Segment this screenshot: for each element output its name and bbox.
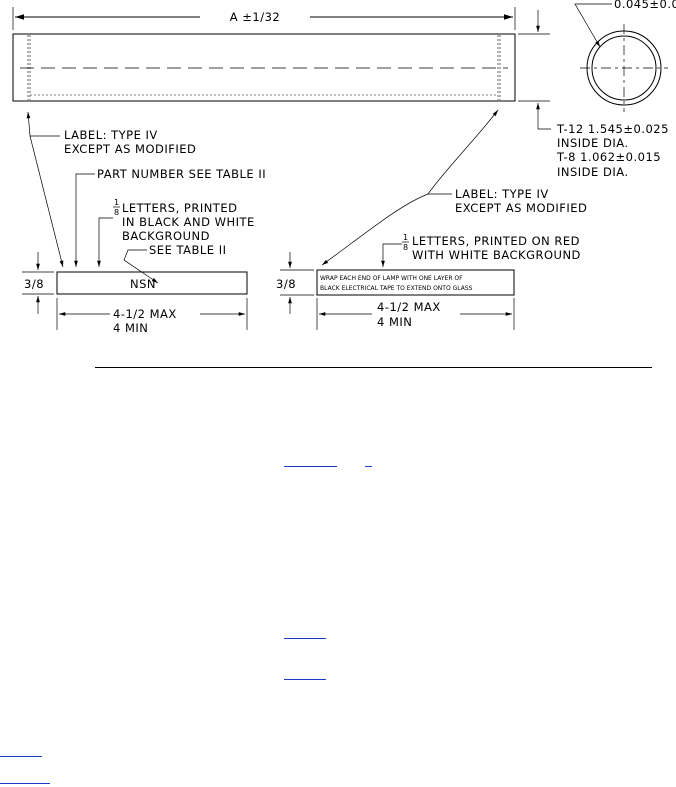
tube-inner-circle [591, 35, 657, 101]
t8-dia-text: T-8 1.062±0.015 [556, 150, 661, 164]
inside-diameter-notes: T-12 1.545±0.025 INSIDE DIA. T-8 1.062±0… [556, 122, 669, 179]
link-underline-4[interactable] [284, 679, 326, 680]
frac-num-left: 1 [114, 198, 119, 207]
wall-thickness-text: 0.045±0.005 [614, 0, 676, 11]
tube-body [12, 33, 516, 102]
frac-num-right: 1 [403, 233, 408, 242]
label-except-right-text: EXCEPT AS MODIFIED [455, 201, 587, 215]
label-min-left-text: 4 MIN [113, 321, 148, 335]
link-underline-5[interactable] [0, 756, 42, 757]
nsn-label-box [56, 271, 248, 295]
label-max-left-text: 4-1/2 MAX [113, 307, 177, 321]
letters-bw-text-3: BACKGROUND [122, 229, 210, 243]
see-table-text: SEE TABLE II [149, 243, 227, 257]
frac-den-right: 8 [403, 243, 408, 252]
nsn-text: NSN [130, 277, 156, 291]
link-underline-2[interactable] [365, 466, 372, 467]
wrap-text-1: WRAP EACH END OF LAMP WITH ONE LAYER OF [320, 275, 463, 282]
label-height-right-text: 3/8 [276, 277, 296, 291]
label-type-left-text: LABEL: TYPE IV [64, 128, 158, 142]
link-underline-3[interactable] [284, 638, 326, 639]
t12-dia-text: T-12 1.545±0.025 [556, 122, 669, 136]
right-label: WRAP EACH END OF LAMP WITH ONE LAYER OF … [276, 252, 515, 330]
letters-red-text-1: LETTERS, PRINTED ON RED [412, 234, 580, 248]
letters-red-text-2: WITH WHITE BACKGROUND [412, 248, 581, 262]
letters-bw-text-2: IN BLACK AND WHITE [122, 215, 255, 229]
left-label: NSN 3/8 4-1/2 MAX 4 MIN [22, 252, 248, 335]
wrap-text-2: BLACK ELECTRICAL TAPE TO EXTEND ONTO GLA… [320, 285, 473, 292]
tube-end-view: 0.045±0.005 [574, 0, 676, 112]
label-max-right-text: 4-1/2 MAX [377, 300, 441, 314]
link-underline-1[interactable] [284, 466, 337, 467]
label-min-right-text: 4 MIN [377, 315, 412, 329]
overall-length-text: A ±1/32 [230, 10, 280, 24]
t12-inside-text: INSIDE DIA. [557, 136, 629, 150]
tape-label-box [316, 269, 515, 296]
right-label-callouts: LABEL: TYPE IV EXCEPT AS MODIFIED 1 8 LE… [321, 109, 587, 267]
tube-side-view: A ±1/32 [12, 7, 551, 130]
label-type-right-text: LABEL: TYPE IV [455, 187, 549, 201]
label-height-left-text: 3/8 [24, 277, 44, 291]
label-except-left-text: EXCEPT AS MODIFIED [64, 142, 196, 156]
frac-den-left: 8 [114, 208, 119, 217]
link-underline-6[interactable] [0, 783, 50, 784]
part-number-text: PART NUMBER SEE TABLE II [97, 167, 266, 181]
left-label-callouts: LABEL: TYPE IV EXCEPT AS MODIFIED PART N… [26, 111, 266, 284]
letters-bw-text-1: LETTERS, PRINTED [122, 201, 237, 215]
t8-inside-text: INSIDE DIA. [557, 165, 629, 179]
